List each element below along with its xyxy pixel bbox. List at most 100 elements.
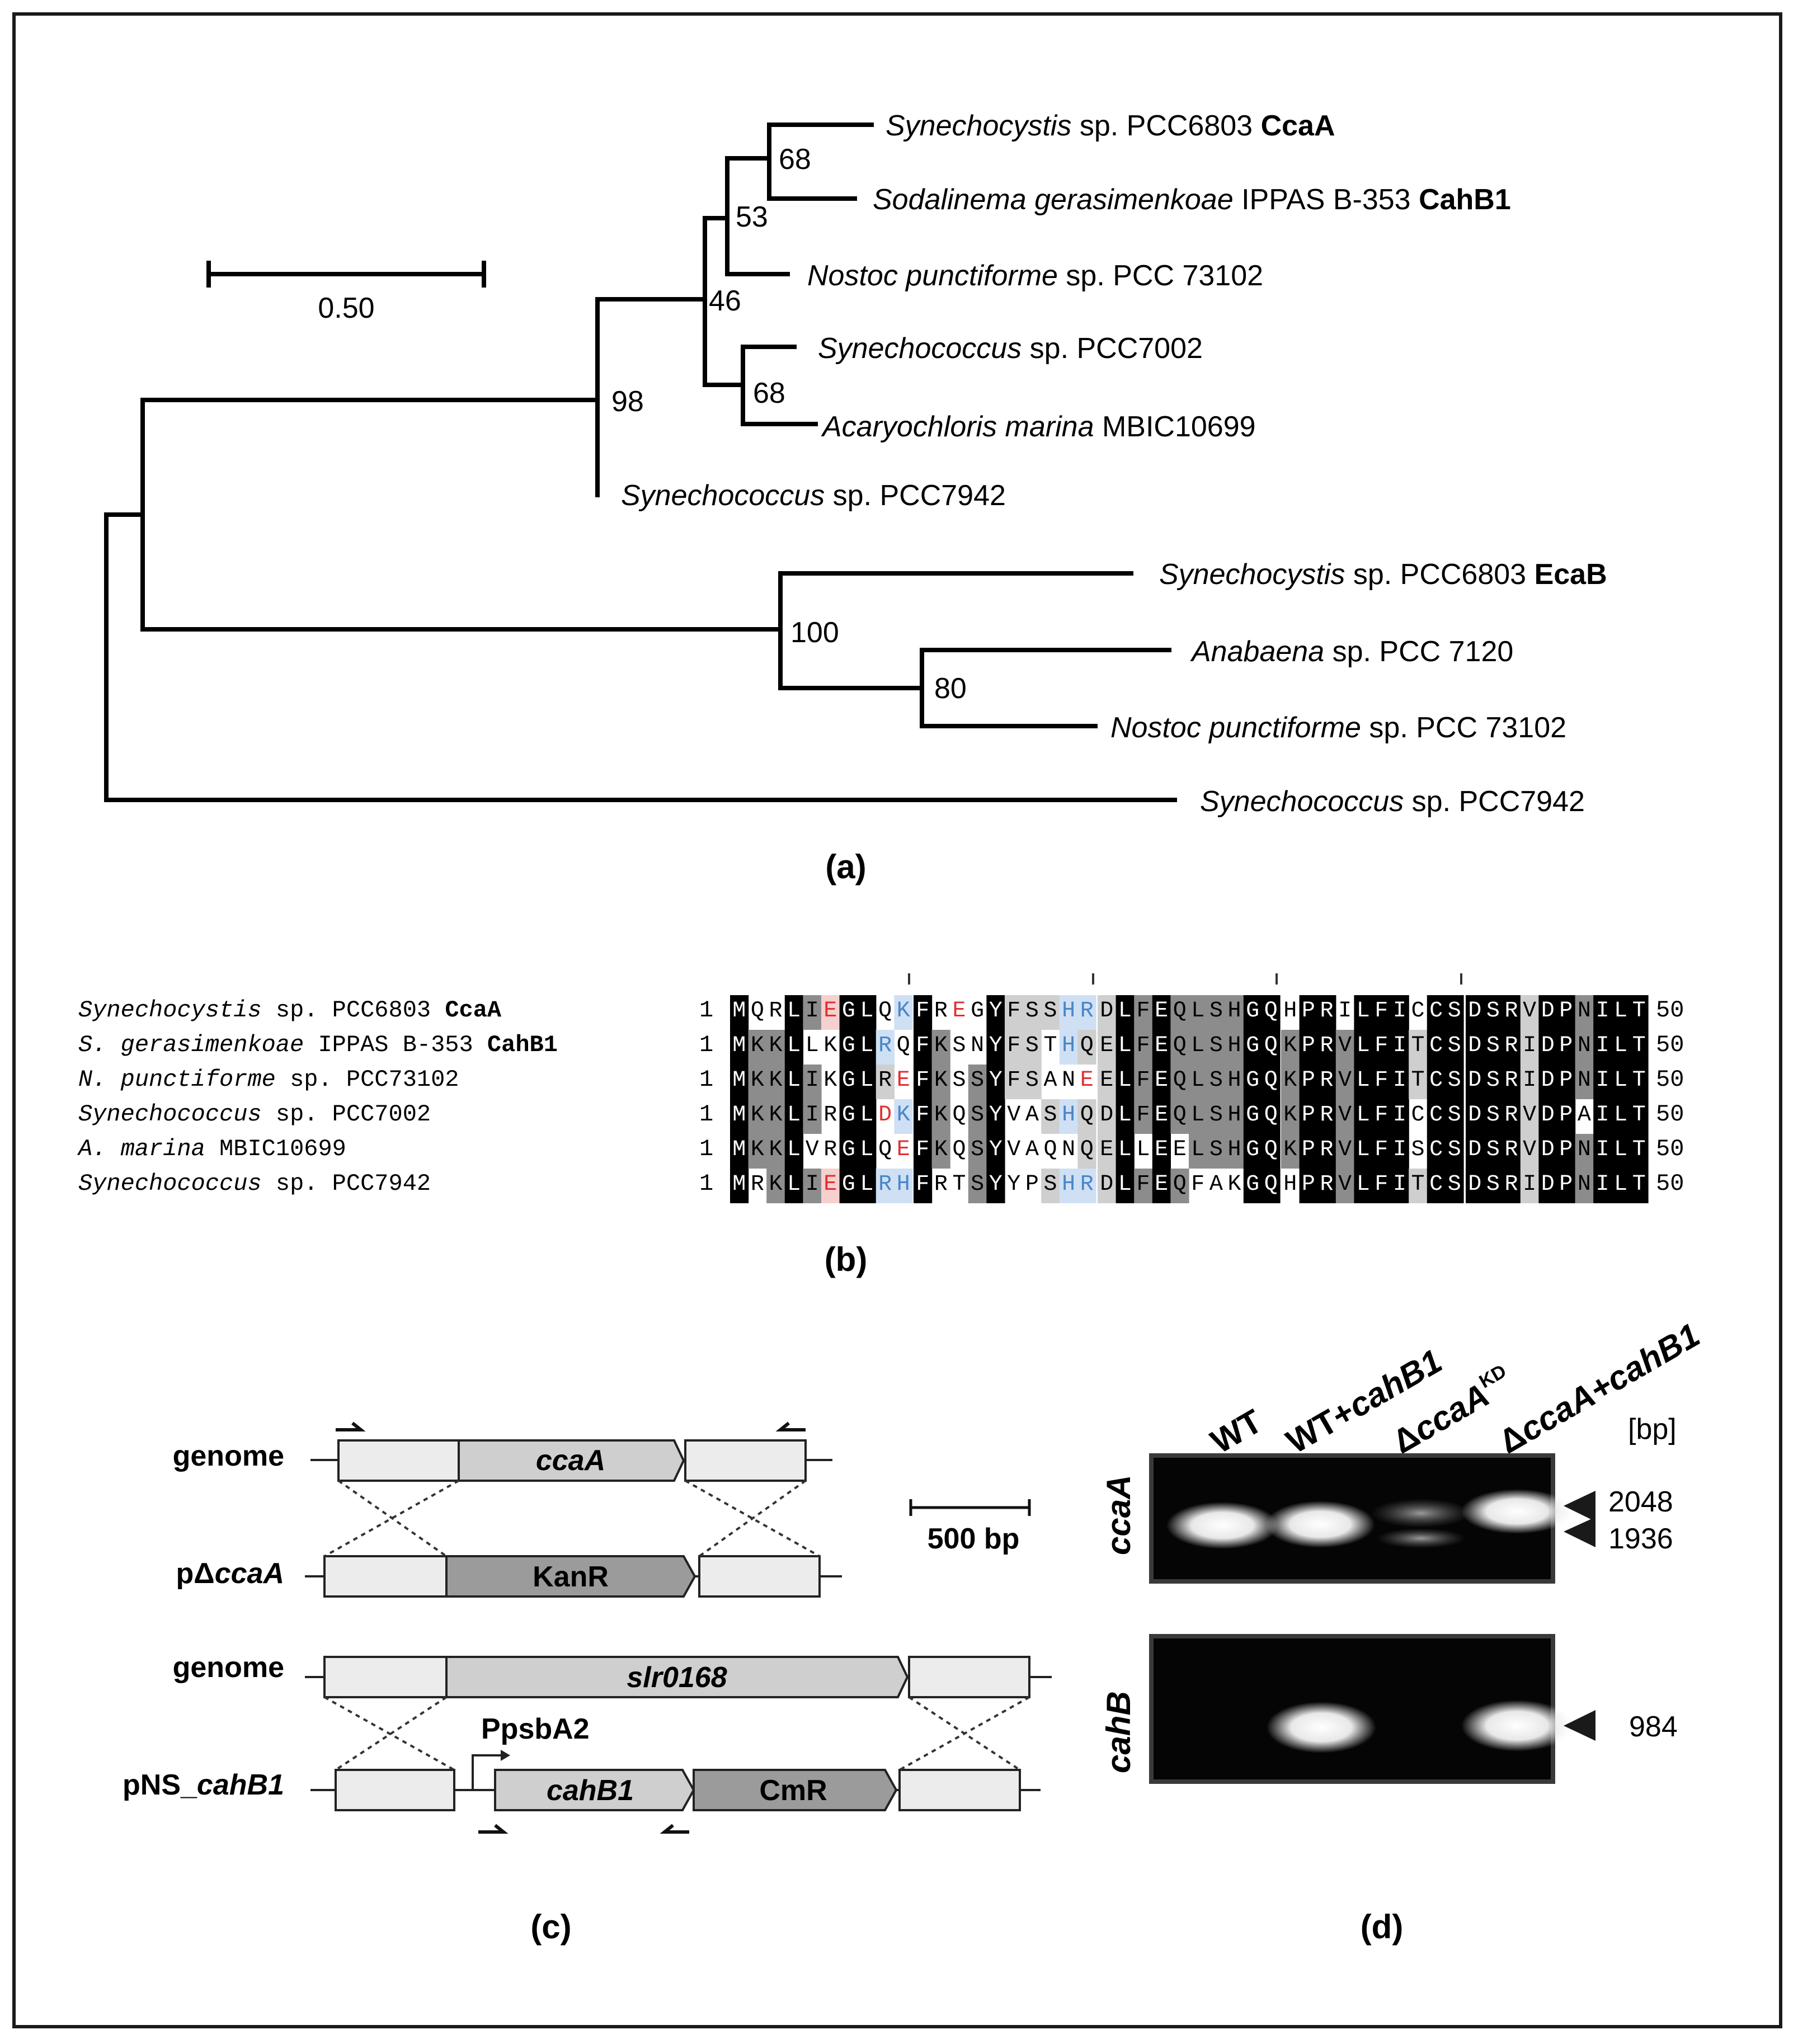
residue: V	[1523, 1137, 1536, 1162]
residue-shade	[1484, 1099, 1503, 1134]
residue: S	[1448, 1033, 1461, 1058]
residue: L	[860, 1068, 873, 1093]
residue-shade	[1317, 1030, 1336, 1065]
residue: N	[1578, 1068, 1591, 1093]
residue: I	[1523, 1068, 1536, 1093]
residue: G	[971, 999, 984, 1024]
residue: D	[1100, 1172, 1113, 1197]
residue-shade	[1520, 1169, 1539, 1203]
residue: L	[860, 1172, 873, 1197]
residue: R	[769, 999, 782, 1024]
alignment-end: 50	[1656, 1101, 1684, 1128]
residue: L	[1357, 1172, 1370, 1197]
residue: R	[934, 1172, 948, 1197]
gel-band-dccaa-cahb1	[1461, 1489, 1573, 1534]
residue: Q	[897, 1033, 910, 1058]
residue-shade	[1115, 1030, 1135, 1065]
residue: R	[1504, 999, 1518, 1024]
residue-shade	[1466, 1030, 1485, 1065]
residue-shade	[1409, 1030, 1428, 1065]
residue-shade	[1152, 1030, 1171, 1065]
residue: L	[787, 1103, 801, 1128]
residue-shade	[1427, 1134, 1446, 1169]
residue-shade	[1520, 1134, 1539, 1169]
residue: V	[1338, 1137, 1352, 1162]
residue: F	[1007, 999, 1020, 1024]
residue: M	[732, 999, 746, 1024]
residue-shade	[1207, 1099, 1226, 1134]
alignment-row-name: Synechococcus sp. PCC7002	[78, 1101, 431, 1128]
residue-shade	[1466, 1099, 1485, 1134]
residue: P	[1559, 999, 1573, 1024]
residue: G	[842, 1068, 855, 1093]
residue: K	[751, 1103, 764, 1128]
residue-shade	[1354, 1134, 1373, 1169]
residue: F	[1136, 999, 1150, 1024]
residue: F	[916, 1172, 929, 1197]
residue: S	[1209, 999, 1223, 1024]
residue: Q	[1080, 1033, 1094, 1058]
alignment-end: 50	[1656, 1066, 1684, 1093]
residue-shade	[1445, 1030, 1464, 1065]
residue: K	[1283, 1068, 1297, 1093]
residue: L	[787, 1137, 801, 1162]
residue: K	[897, 999, 910, 1024]
marker-label-984: 984	[1629, 1711, 1678, 1743]
residue-shade	[1059, 1030, 1078, 1065]
residue: L	[787, 1172, 801, 1197]
residue: M	[732, 1068, 746, 1093]
alignment-start: 1	[699, 1066, 713, 1093]
residue-shade	[986, 1099, 1005, 1134]
residue: Y	[989, 999, 1002, 1024]
residue: S	[1448, 1137, 1461, 1162]
residue-shade	[1189, 995, 1208, 1030]
residue-shade	[1520, 1030, 1539, 1065]
residue: L	[1614, 1137, 1627, 1162]
residue: I	[1523, 1172, 1536, 1197]
phylogenetic-tree	[104, 123, 1177, 802]
residue-shade	[1134, 1065, 1153, 1099]
residue: P	[1302, 1103, 1315, 1128]
residue-shade	[1115, 995, 1135, 1030]
residue: F	[1375, 1068, 1388, 1093]
residue-shade	[1170, 1099, 1189, 1134]
residue-shade	[1557, 1134, 1576, 1169]
residue-shade	[1317, 1169, 1336, 1203]
residue-shade	[1077, 1169, 1096, 1203]
row-label-pNS-cahB1: pNS_cahB1	[123, 1769, 284, 1801]
residue-shade	[1630, 995, 1649, 1030]
residue: K	[934, 1033, 948, 1058]
residue-shade	[876, 1169, 895, 1203]
residue: I	[1595, 1033, 1609, 1058]
residue-shade	[1005, 995, 1024, 1030]
residue: P	[1559, 1033, 1573, 1058]
residue: L	[787, 999, 801, 1024]
gene-label-cmr: CmR	[759, 1774, 827, 1807]
residue: T	[1043, 1033, 1057, 1058]
residue: M	[732, 1137, 746, 1162]
residue-shade	[1189, 1134, 1208, 1169]
residue-shade	[1372, 1099, 1391, 1134]
residue: L	[787, 1068, 801, 1093]
residue: S	[1043, 999, 1057, 1024]
residue: F	[916, 999, 929, 1024]
residue-shade	[1299, 1099, 1318, 1134]
residue: L	[806, 1033, 819, 1058]
residue-shade	[766, 1030, 785, 1065]
residue-shade	[968, 1065, 987, 1099]
residue-shade	[1098, 1065, 1117, 1099]
residue-shade	[1575, 995, 1594, 1030]
residue: P	[1559, 1137, 1573, 1162]
residue-shade	[1098, 1030, 1117, 1065]
residue: R	[751, 1172, 764, 1197]
residue-shade	[1466, 995, 1485, 1030]
residue-shade	[1335, 1099, 1354, 1134]
gel-band-wt-cahb1	[1265, 1501, 1375, 1548]
residue: A	[1025, 1137, 1039, 1162]
residue-shade	[1354, 1065, 1373, 1099]
residue-shade	[766, 1065, 785, 1099]
residue-shade	[1317, 995, 1336, 1030]
residue-shade	[1152, 995, 1171, 1030]
alignment-row-name: Synechocystis sp. PCC6803 CcaA	[78, 997, 502, 1024]
